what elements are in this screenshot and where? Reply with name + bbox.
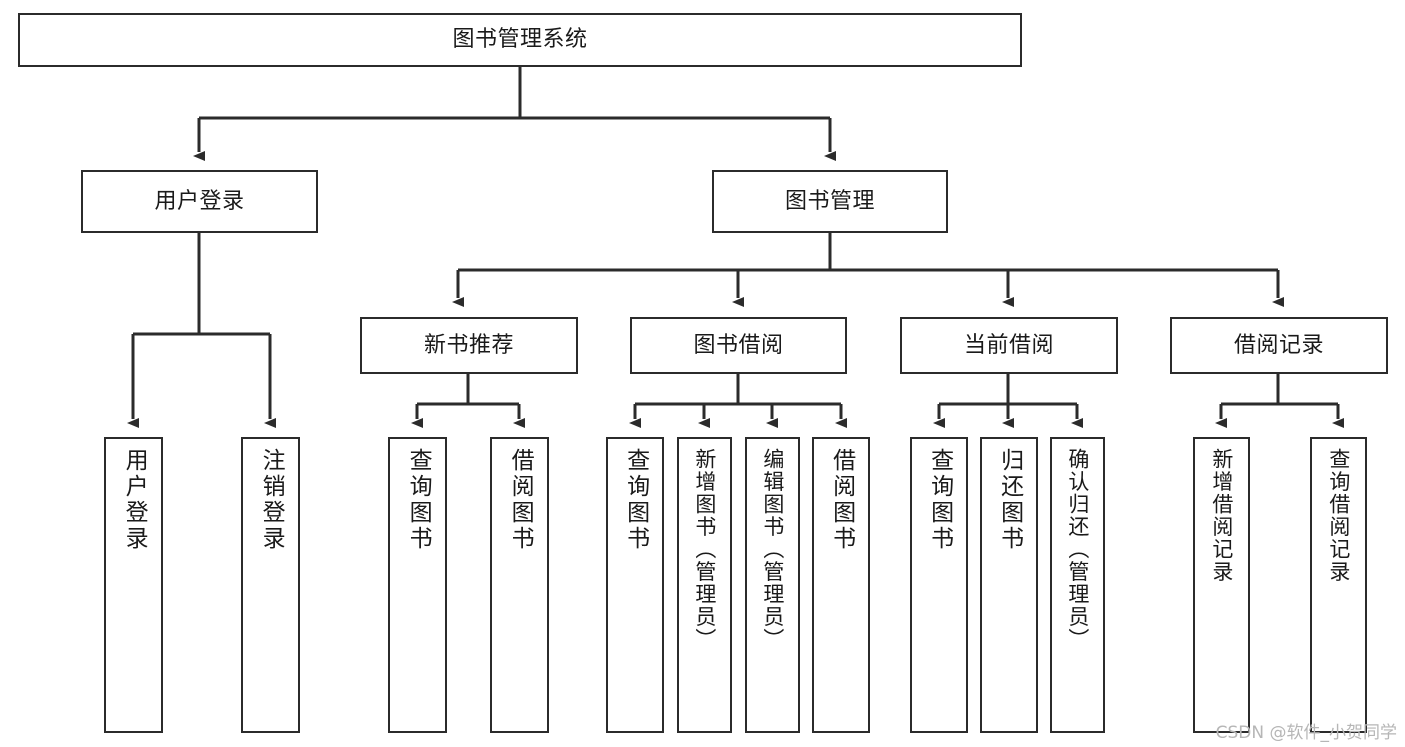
node-leaf-query-borrow-record-label: 查询借阅记录 bbox=[1326, 448, 1351, 583]
node-current-borrow[interactable]: 当前借阅 bbox=[900, 317, 1118, 374]
node-leaf-edit-book-admin[interactable]: 编辑图书（管理员） bbox=[745, 437, 800, 733]
node-user-login-label: 用户登录 bbox=[154, 188, 245, 214]
node-leaf-logout-label: 注销登录 bbox=[258, 448, 285, 552]
node-borrow-record-label: 借阅记录 bbox=[1233, 332, 1324, 358]
node-leaf-add-borrow-record-label: 新增借阅记录 bbox=[1209, 448, 1234, 583]
node-leaf-logout[interactable]: 注销登录 bbox=[241, 437, 300, 733]
node-user-login[interactable]: 用户登录 bbox=[81, 170, 318, 233]
node-borrow-record[interactable]: 借阅记录 bbox=[1170, 317, 1388, 374]
node-new-book-recommend-label: 新书推荐 bbox=[423, 332, 514, 358]
node-leaf-add-book-admin-label: 新增图书（管理员） bbox=[692, 448, 717, 651]
node-leaf-borrow-book-1-label: 借阅图书 bbox=[507, 448, 534, 552]
node-leaf-return-book-label: 归还图书 bbox=[996, 448, 1023, 552]
node-leaf-query-book-3[interactable]: 查询图书 bbox=[910, 437, 968, 733]
node-new-book-recommend[interactable]: 新书推荐 bbox=[360, 317, 578, 374]
node-book-management-label: 图书管理 bbox=[784, 188, 875, 214]
node-leaf-confirm-return-admin-label: 确认归还（管理员） bbox=[1065, 448, 1090, 651]
node-leaf-query-book-2[interactable]: 查询图书 bbox=[606, 437, 664, 733]
node-leaf-query-book-2-label: 查询图书 bbox=[622, 448, 649, 552]
node-leaf-confirm-return-admin[interactable]: 确认归还（管理员） bbox=[1050, 437, 1105, 733]
node-leaf-query-borrow-record[interactable]: 查询借阅记录 bbox=[1310, 437, 1367, 733]
node-leaf-edit-book-admin-label: 编辑图书（管理员） bbox=[760, 448, 785, 651]
node-leaf-add-book-admin[interactable]: 新增图书（管理员） bbox=[677, 437, 732, 733]
node-book-borrow-label: 图书借阅 bbox=[693, 332, 784, 358]
node-root-label: 图书管理系统 bbox=[452, 27, 588, 53]
node-leaf-borrow-book-2-label: 借阅图书 bbox=[828, 448, 855, 552]
csdn-watermark: CSDN @软件_小贺同学 bbox=[1215, 723, 1397, 743]
node-leaf-borrow-book-1[interactable]: 借阅图书 bbox=[490, 437, 549, 733]
node-leaf-return-book[interactable]: 归还图书 bbox=[980, 437, 1038, 733]
node-leaf-query-book-1[interactable]: 查询图书 bbox=[388, 437, 447, 733]
node-leaf-user-login-label: 用户登录 bbox=[121, 448, 148, 552]
node-book-borrow[interactable]: 图书借阅 bbox=[630, 317, 847, 374]
node-leaf-borrow-book-2[interactable]: 借阅图书 bbox=[812, 437, 870, 733]
node-book-management[interactable]: 图书管理 bbox=[712, 170, 948, 233]
node-leaf-query-book-3-label: 查询图书 bbox=[926, 448, 953, 552]
node-leaf-user-login[interactable]: 用户登录 bbox=[104, 437, 163, 733]
node-leaf-add-borrow-record[interactable]: 新增借阅记录 bbox=[1193, 437, 1250, 733]
node-current-borrow-label: 当前借阅 bbox=[963, 332, 1054, 358]
node-root[interactable]: 图书管理系统 bbox=[18, 13, 1022, 67]
node-leaf-query-book-1-label: 查询图书 bbox=[405, 448, 432, 552]
